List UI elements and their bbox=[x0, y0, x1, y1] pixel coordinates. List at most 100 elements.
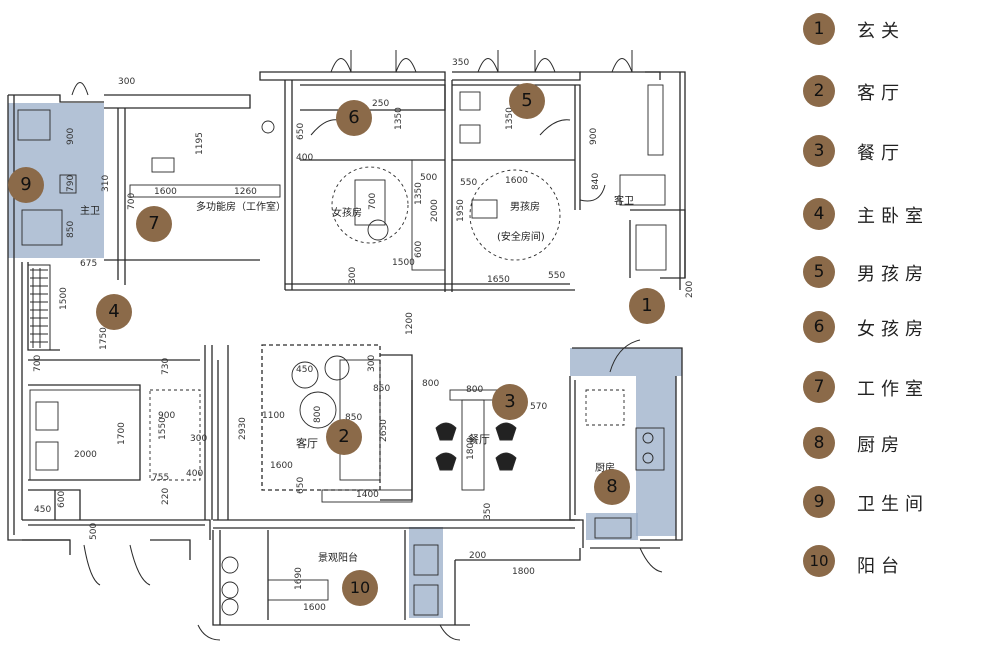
legend-label: 玄关 bbox=[857, 21, 905, 42]
room-labels: 多功能房（工作室） 女孩房 男孩房 (安全房间) 主卫 客卫 客厅 餐厅 厨房 … bbox=[80, 194, 634, 564]
living-side-table bbox=[291, 361, 319, 389]
plan-marker-5: 5 bbox=[509, 83, 545, 119]
dim-label: 1400 bbox=[356, 490, 379, 500]
room-label-living: 客厅 bbox=[296, 436, 318, 450]
dim-label: 500 bbox=[420, 173, 437, 183]
dim-label: 2930 bbox=[238, 417, 248, 440]
kitchen-cooktop bbox=[635, 427, 665, 471]
dim-label: 850 bbox=[373, 384, 390, 394]
legend-number: 5 bbox=[803, 256, 835, 288]
dim-label: 570 bbox=[530, 402, 547, 412]
legend-label: 卫生间 bbox=[857, 494, 929, 515]
plan-marker-9: 9 bbox=[8, 167, 44, 203]
room-label-guest-bath: 客卫 bbox=[614, 194, 634, 207]
dim-label: 350 bbox=[483, 503, 493, 520]
dim-label: 300 bbox=[367, 355, 377, 372]
dim-label: 1350 bbox=[414, 182, 424, 205]
dim-label: 1600 bbox=[505, 176, 528, 186]
girl-room-rug bbox=[331, 166, 409, 244]
girl-room-bed bbox=[354, 179, 386, 226]
dim-label: 300 bbox=[348, 267, 358, 284]
dim-label: 1800 bbox=[512, 567, 535, 577]
dim-label: 350 bbox=[452, 58, 469, 68]
dim-label: 1550 bbox=[158, 417, 168, 440]
dim-label: 1650 bbox=[487, 275, 510, 285]
legend-label: 客厅 bbox=[857, 83, 905, 104]
dim-label: 250 bbox=[372, 99, 389, 109]
dim-label: 755 bbox=[152, 473, 169, 483]
dim-label: 700 bbox=[368, 193, 378, 210]
room-label-master-bath: 主卫 bbox=[80, 205, 100, 217]
boy-room-rug bbox=[469, 169, 561, 261]
balcony-laundry-highlight bbox=[409, 527, 443, 618]
legend-label: 女孩房 bbox=[857, 319, 929, 340]
room-label-balcony: 景观阳台 bbox=[318, 551, 358, 564]
dim-label: 850 bbox=[66, 221, 76, 238]
room-label-boy-room-sub: (安全房间) bbox=[497, 230, 545, 243]
legend-label: 厨房 bbox=[857, 435, 905, 456]
legend-number: 7 bbox=[803, 371, 835, 403]
dim-label: 650 bbox=[296, 477, 306, 494]
plan-marker-2: 2 bbox=[326, 419, 362, 455]
legend-number: 10 bbox=[803, 545, 835, 577]
dim-label: 1350 bbox=[394, 107, 404, 130]
legend-label: 工作室 bbox=[857, 379, 929, 400]
room-label-study: 多功能房（工作室） bbox=[196, 200, 286, 213]
kitchen-sink-highlight bbox=[586, 513, 638, 540]
walls bbox=[7, 71, 686, 626]
room-label-boy-room: 男孩房 bbox=[510, 200, 540, 213]
dim-label: 600 bbox=[57, 491, 67, 508]
legend-label: 餐厅 bbox=[857, 143, 905, 164]
dim-label: 900 bbox=[158, 411, 175, 421]
plan-marker-4: 4 bbox=[96, 294, 132, 330]
master-bed bbox=[29, 389, 141, 481]
dim-label: 700 bbox=[127, 193, 137, 210]
dim-label: 300 bbox=[118, 77, 135, 87]
dim-label: 650 bbox=[296, 123, 306, 140]
dim-label: 500 bbox=[89, 523, 99, 540]
dim-label: 2000 bbox=[430, 199, 440, 222]
plan-marker-6: 6 bbox=[336, 100, 372, 136]
dim-label: 600 bbox=[414, 241, 424, 258]
dim-label: 790 bbox=[66, 175, 76, 192]
dim-label: 700 bbox=[33, 355, 43, 372]
dim-label: 1950 bbox=[456, 199, 466, 222]
dim-label: 1700 bbox=[117, 422, 127, 445]
dim-label: 800 bbox=[422, 379, 439, 389]
wet-area-highlights bbox=[8, 103, 682, 618]
dim-label: 850 bbox=[345, 413, 362, 423]
legend-number: 8 bbox=[803, 427, 835, 459]
dim-label: 450 bbox=[296, 365, 313, 375]
dimension-labels: 300 350 900 790 310 850 675 1600 1260 11… bbox=[33, 58, 695, 613]
room-label-girl-room: 女孩房 bbox=[332, 206, 362, 219]
dim-label: 400 bbox=[186, 469, 203, 479]
dim-label: 200 bbox=[685, 281, 695, 298]
dim-label: 310 bbox=[101, 175, 111, 192]
dim-label: 1350 bbox=[505, 107, 515, 130]
legend-number: 9 bbox=[803, 486, 835, 518]
dim-label: 2000 bbox=[74, 450, 97, 460]
dim-label: 1690 bbox=[294, 567, 304, 590]
plan-marker-1: 1 bbox=[629, 288, 665, 324]
dim-label: 1800 bbox=[466, 437, 476, 460]
living-coffee-table bbox=[299, 391, 337, 429]
legend-number: 6 bbox=[803, 311, 835, 343]
girl-room-pouf bbox=[367, 219, 389, 241]
plan-marker-3: 3 bbox=[492, 384, 528, 420]
windows-doors bbox=[71, 50, 663, 641]
dim-label: 1500 bbox=[59, 287, 69, 310]
dim-label: 730 bbox=[161, 358, 171, 375]
dim-label: 400 bbox=[296, 153, 313, 163]
dim-label: 550 bbox=[548, 271, 565, 281]
dim-label: 1500 bbox=[392, 258, 415, 268]
dim-label: 220 bbox=[161, 488, 171, 505]
dim-label: 1200 bbox=[405, 312, 415, 335]
legend-number: 1 bbox=[803, 13, 835, 45]
dim-label: 900 bbox=[66, 128, 76, 145]
dim-label: 1600 bbox=[270, 461, 293, 471]
dim-label: 1600 bbox=[154, 187, 177, 197]
kitchen-counter-highlight bbox=[636, 376, 676, 536]
dim-label: 1600 bbox=[303, 603, 326, 613]
dim-label: 675 bbox=[80, 259, 97, 269]
dim-label: 450 bbox=[34, 505, 51, 515]
